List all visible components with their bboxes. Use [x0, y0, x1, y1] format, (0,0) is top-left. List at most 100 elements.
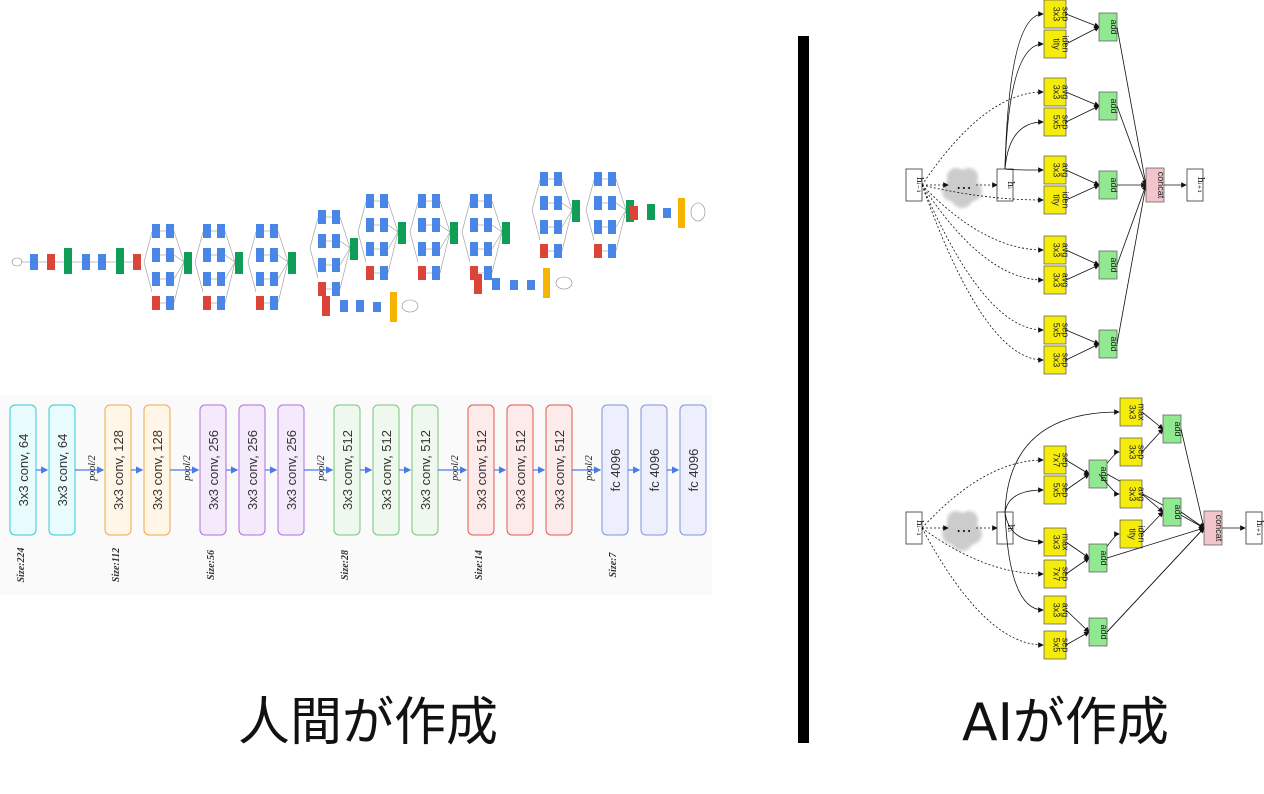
network-block	[418, 194, 426, 208]
op-box-label: avg	[1061, 163, 1071, 178]
network-block	[152, 296, 160, 310]
cloud-shape	[960, 168, 978, 186]
vgg-layer-label: 3x3 conv, 512	[552, 430, 567, 510]
vgg-layer-label: 3x3 conv, 512	[474, 430, 489, 510]
network-block	[484, 242, 492, 256]
op-box-label: sep	[1061, 453, 1071, 468]
network-edge	[224, 261, 236, 304]
cell-edge	[921, 184, 1044, 253]
vgg-layer-label: 3x3 conv, 64	[55, 434, 70, 507]
network-block	[366, 266, 374, 280]
network-block	[492, 278, 500, 290]
cell-edge	[1065, 264, 1100, 281]
network-edge	[309, 217, 319, 249]
network-edge	[224, 261, 236, 280]
network-edge	[387, 231, 399, 250]
network-block	[270, 224, 278, 238]
network-block	[356, 300, 364, 312]
vgg-layer-label: 3x3 conv, 512	[513, 430, 528, 510]
network-block	[418, 242, 426, 256]
op-box-label: 3x3	[1052, 163, 1062, 178]
network-edge	[277, 230, 289, 263]
network-edge	[173, 254, 185, 263]
cell-edge	[1004, 487, 1044, 513]
op-box-label: 5x5	[1052, 483, 1062, 498]
op-box-label: sep	[1061, 353, 1071, 368]
cloud-shape	[951, 186, 973, 208]
network-block	[450, 222, 458, 244]
add-box-label: add	[1099, 466, 1109, 481]
network-block	[380, 218, 388, 232]
concat-box-label: concat	[1156, 172, 1166, 199]
network-edge	[461, 231, 471, 263]
op-box-label: sep	[1061, 115, 1071, 130]
output-node-label: hᵢ₊₁	[1195, 177, 1205, 193]
vgg-layer-label: 3x3 conv, 512	[379, 430, 394, 510]
network-block	[203, 296, 211, 310]
network-block	[432, 218, 440, 232]
network-edge	[491, 231, 503, 274]
vgg-layer-label: fc 4096	[686, 449, 701, 492]
network-edge	[615, 178, 627, 211]
network-edge	[224, 230, 236, 263]
cell-edge	[1004, 41, 1044, 170]
network-block	[270, 248, 278, 262]
cloud-shape	[947, 511, 965, 529]
network-block	[318, 282, 326, 296]
op-box-label: sep	[1061, 483, 1071, 498]
network-block	[594, 244, 602, 258]
cell-edge	[1004, 119, 1044, 170]
vgg-layer-label: 3x3 conv, 512	[340, 430, 355, 510]
network-edge	[173, 261, 185, 304]
network-block	[166, 248, 174, 262]
network-block	[470, 218, 478, 232]
cell-edge	[1141, 411, 1164, 430]
pool-label: pool/2	[87, 455, 98, 482]
cell-edge	[921, 184, 1044, 283]
network-block	[540, 244, 548, 258]
op-box-label: 5x5	[1052, 115, 1062, 130]
vertical-divider	[798, 36, 809, 743]
network-edge	[561, 209, 573, 252]
cell-edge	[1004, 409, 1120, 513]
op-box-label: iden	[1137, 525, 1147, 542]
op-box-label: max	[1061, 533, 1071, 551]
cell-edge	[1141, 511, 1164, 535]
op-box-label: 3x3	[1052, 243, 1062, 258]
network-edge	[439, 231, 451, 250]
network-edge	[491, 224, 503, 233]
network-edge	[277, 254, 289, 263]
network-block	[332, 258, 340, 272]
network-block	[350, 238, 358, 260]
op-box-label: 3x3	[1052, 535, 1062, 550]
network-block	[322, 296, 330, 316]
vgg-layer-label: 3x3 conv, 64	[16, 434, 31, 507]
output-node	[555, 276, 573, 290]
op-box-label: 3x3	[1052, 273, 1062, 288]
network-block	[152, 272, 160, 286]
output-node	[401, 299, 419, 313]
network-edge	[615, 209, 627, 252]
vgg-layer-label: 3x3 conv, 256	[284, 430, 299, 510]
network-block	[166, 224, 174, 238]
cell-edge	[1180, 428, 1206, 529]
network-block	[380, 242, 388, 256]
network-edge	[561, 209, 573, 228]
op-box-label: 3x3	[1052, 85, 1062, 100]
cell-edge	[1116, 184, 1147, 266]
network-block	[527, 280, 535, 290]
network-block	[380, 266, 388, 280]
pool-label: pool/2	[584, 455, 595, 482]
network-edge	[409, 201, 419, 233]
cloud-shape	[960, 511, 978, 529]
caption-ai: AIが作成	[962, 693, 1169, 753]
network-block	[366, 218, 374, 232]
network-edge	[247, 231, 257, 263]
network-block	[256, 224, 264, 238]
network-block	[98, 254, 106, 270]
network-edge	[194, 231, 204, 263]
network-edge	[409, 231, 419, 263]
cell-edge	[1065, 105, 1100, 123]
ellipsis-icon: ⋯	[956, 521, 972, 540]
